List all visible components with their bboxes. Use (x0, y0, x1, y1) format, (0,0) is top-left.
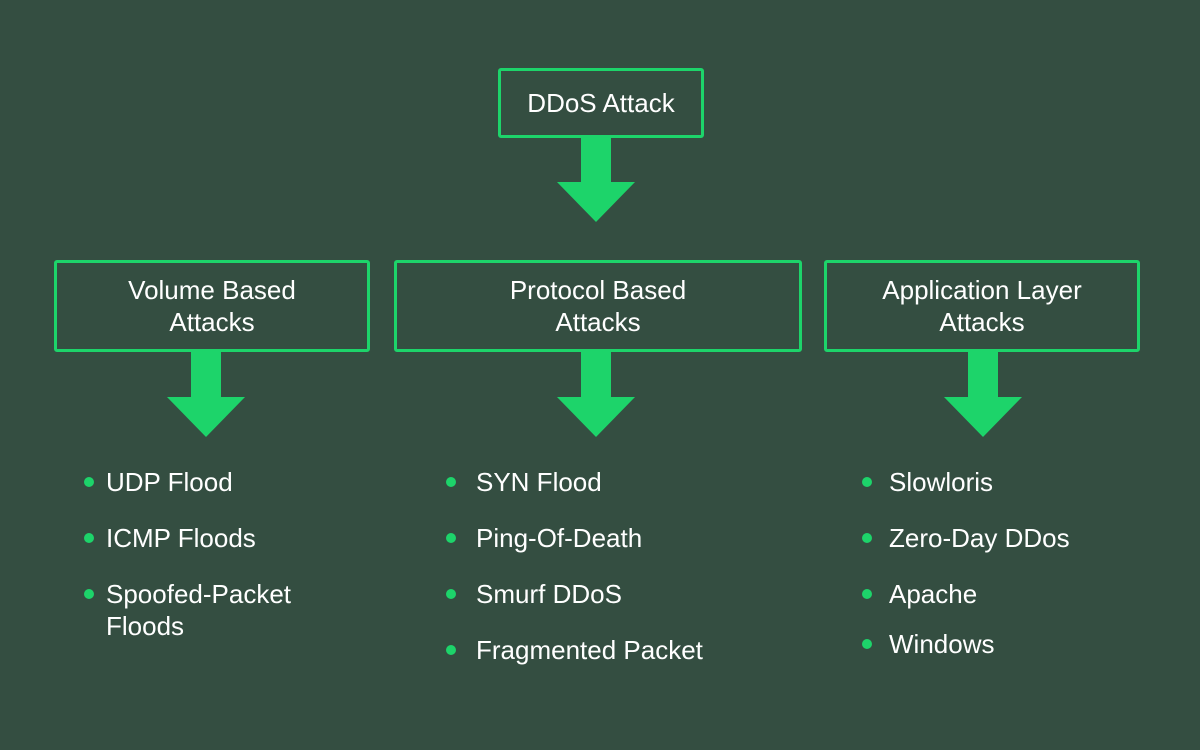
category-volume-based: Volume Based Attacks (54, 260, 370, 352)
list-item-label: SYN Flood (476, 467, 602, 497)
bullet-dot-icon (446, 533, 456, 543)
list-item: Spoofed-Packet Floods (84, 578, 364, 642)
bullet-dot-icon (84, 533, 94, 543)
category-title: Volume Based Attacks (128, 275, 296, 337)
bullet-dot-icon (446, 589, 456, 599)
list-item-label: Fragmented Packet (476, 635, 703, 665)
list-item-label: UDP Flood (106, 467, 233, 497)
list-item: Smurf DDoS (446, 578, 786, 610)
bullet-dot-icon (862, 639, 872, 649)
arrow-down-icon (557, 136, 635, 222)
bullet-dot-icon (446, 645, 456, 655)
bullet-dot-icon (446, 477, 456, 487)
bullet-dot-icon (84, 589, 94, 599)
list-item-label: Apache (889, 579, 978, 609)
protocol-based-list: SYN Flood Ping-Of-Death Smurf DDoS Fragm… (446, 466, 786, 690)
arrow-down-icon (944, 351, 1022, 437)
list-item: Slowloris (862, 466, 1162, 498)
list-item: UDP Flood (84, 466, 364, 498)
list-item-label: Zero-Day DDos (889, 523, 1070, 553)
volume-based-list: UDP Flood ICMP Floods Spoofed-Packet Flo… (84, 466, 364, 666)
list-item-label: Slowloris (889, 467, 994, 497)
bullet-dot-icon (862, 533, 872, 543)
arrow-down-icon (557, 351, 635, 437)
list-item-label: Windows (889, 629, 995, 659)
list-item: Fragmented Packet (446, 634, 786, 666)
list-item: Zero-Day DDos (862, 522, 1162, 554)
category-title: Protocol Based Attacks (509, 275, 687, 337)
list-item-label: Ping-Of-Death (476, 523, 643, 553)
bullet-dot-icon (84, 477, 94, 487)
category-protocol-based: Protocol Based Attacks (394, 260, 802, 352)
bullet-dot-icon (862, 589, 872, 599)
category-application-layer: Application Layer Attacks (824, 260, 1140, 352)
root-node-label: DDoS Attack (527, 87, 675, 118)
list-item: ICMP Floods (84, 522, 364, 554)
list-item: SYN Flood (446, 466, 786, 498)
arrow-down-icon (167, 351, 245, 437)
root-node: DDoS Attack (498, 68, 704, 138)
application-layer-list: Slowloris Zero-Day DDos Apache Windows (862, 466, 1162, 684)
list-item: Ping-Of-Death (446, 522, 786, 554)
category-title: Application Layer Attacks (882, 275, 1082, 337)
list-item-label: Smurf DDoS (476, 579, 622, 609)
list-item: Windows (862, 628, 1162, 660)
list-item: Apache (862, 578, 1162, 610)
list-item-label: ICMP Floods (106, 523, 256, 553)
list-item-label: Spoofed-Packet Floods (106, 579, 292, 641)
bullet-dot-icon (862, 477, 872, 487)
